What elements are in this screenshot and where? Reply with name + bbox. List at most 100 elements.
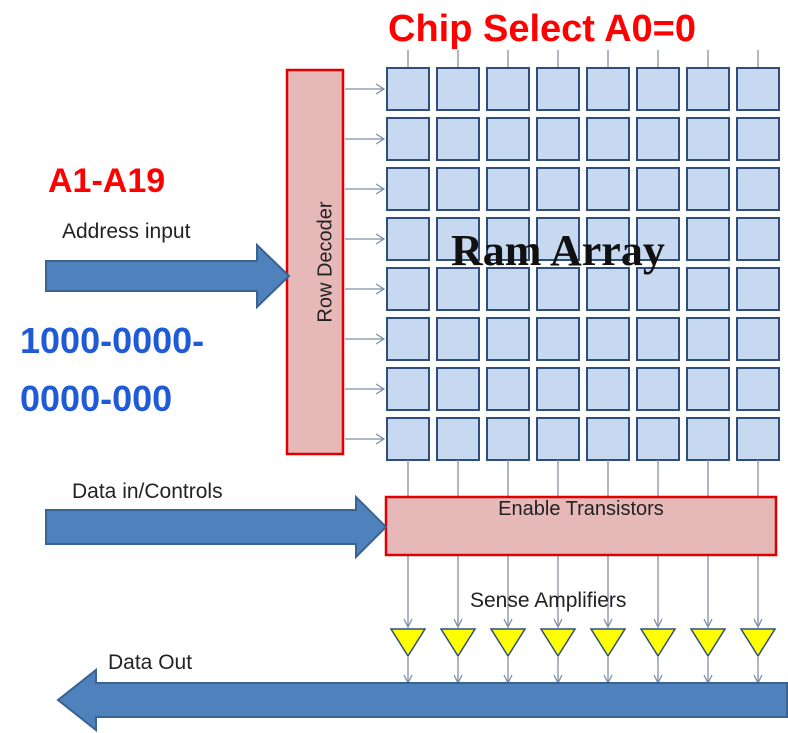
ram-cell xyxy=(586,167,630,211)
ram-cell xyxy=(686,317,730,361)
ram-cell xyxy=(536,417,580,461)
ram-cell xyxy=(586,217,630,261)
ram-cell xyxy=(436,67,480,111)
ram-cell xyxy=(536,267,580,311)
ram-cell xyxy=(386,367,430,411)
row-select-arrowhead xyxy=(375,83,386,95)
sense-amplifier xyxy=(489,628,527,658)
ram-cell xyxy=(486,367,530,411)
ram-cell xyxy=(436,167,480,211)
ram-cell xyxy=(636,167,680,211)
column-wire-arrowhead xyxy=(703,618,713,629)
ram-cell xyxy=(586,417,630,461)
ram-cell xyxy=(486,317,530,361)
ram-cell xyxy=(636,117,680,161)
column-wire-arrowhead xyxy=(403,618,413,629)
ram-cell xyxy=(436,417,480,461)
ram-cell xyxy=(686,367,730,411)
sense-amplifier-row xyxy=(389,628,777,658)
ram-cell xyxy=(536,117,580,161)
address-range-label: A1-A19 xyxy=(48,162,166,200)
ram-cell xyxy=(686,267,730,311)
ram-cell xyxy=(536,317,580,361)
chip-select-title: Chip Select A0=0 xyxy=(388,8,696,50)
ram-cell xyxy=(386,167,430,211)
column-wire-arrowhead xyxy=(503,618,513,629)
row-decoder-block xyxy=(285,68,345,456)
sense-amplifier xyxy=(639,628,677,658)
ram-cell xyxy=(686,167,730,211)
ram-cell-grid xyxy=(386,67,780,461)
ram-cell xyxy=(436,367,480,411)
enable-transistors-label: Enable Transistors xyxy=(498,498,664,520)
column-wire-arrowhead xyxy=(603,618,613,629)
ram-cell xyxy=(736,67,780,111)
ram-cell xyxy=(586,367,630,411)
column-wires-sense xyxy=(403,555,763,629)
ram-cell xyxy=(486,117,530,161)
ram-cell xyxy=(636,367,680,411)
address-input-label: Address input xyxy=(62,220,191,243)
ram-cell xyxy=(736,217,780,261)
sense-amplifier xyxy=(739,628,777,658)
ram-cell xyxy=(686,217,730,261)
ram-cell xyxy=(636,217,680,261)
sense-amplifier xyxy=(539,628,577,658)
ram-cell xyxy=(486,267,530,311)
ram-cell xyxy=(436,217,480,261)
column-wire-arrowhead xyxy=(653,618,663,629)
row-select-arrowhead xyxy=(375,383,386,395)
ram-cell xyxy=(436,317,480,361)
row-select-arrowhead xyxy=(375,183,386,195)
ram-cell xyxy=(636,67,680,111)
ram-cell xyxy=(686,117,730,161)
column-wire-arrowhead xyxy=(753,618,763,629)
ram-cell xyxy=(586,267,630,311)
ram-cell xyxy=(386,217,430,261)
ram-cell xyxy=(536,367,580,411)
row-select-arrowhead xyxy=(375,333,386,345)
data-out-arrow xyxy=(56,667,788,733)
row-select-arrowhead xyxy=(375,133,386,145)
sense-amplifiers-label: Sense Amplifiers xyxy=(470,589,627,612)
ram-cell xyxy=(486,167,530,211)
ram-cell xyxy=(386,267,430,311)
ram-cell xyxy=(736,167,780,211)
data-in-label: Data in/Controls xyxy=(72,480,223,503)
row-select-arrowhead xyxy=(375,233,386,245)
ram-cell xyxy=(536,67,580,111)
ram-cell xyxy=(686,417,730,461)
row-select-arrows xyxy=(345,83,386,445)
row-select-arrowhead xyxy=(375,433,386,445)
ram-cell xyxy=(386,67,430,111)
ram-array-label: Ram Array xyxy=(451,226,665,275)
ram-cell xyxy=(736,267,780,311)
row-decoder-label: Row Decoder xyxy=(314,201,337,323)
ram-cell xyxy=(486,217,530,261)
address-input-arrow xyxy=(45,242,291,310)
data-in-arrow xyxy=(45,494,388,560)
sense-amplifier xyxy=(589,628,627,658)
ram-cell xyxy=(586,67,630,111)
ram-cell xyxy=(536,217,580,261)
ram-cell xyxy=(736,317,780,361)
ram-cell xyxy=(736,417,780,461)
ram-cell xyxy=(436,117,480,161)
column-wires-enable xyxy=(407,460,759,497)
column-wire-arrowhead xyxy=(453,618,463,629)
ram-cell xyxy=(486,417,530,461)
ram-cell xyxy=(636,267,680,311)
ram-cell xyxy=(536,167,580,211)
sense-amplifier xyxy=(389,628,427,658)
ram-cell xyxy=(586,117,630,161)
address-value-line2: 0000-000 xyxy=(20,378,173,419)
sense-amplifier xyxy=(439,628,477,658)
ram-cell xyxy=(636,317,680,361)
column-wire-arrowhead xyxy=(553,618,563,629)
row-select-arrowhead xyxy=(375,283,386,295)
ram-cell xyxy=(486,67,530,111)
ram-cell xyxy=(686,67,730,111)
ram-cell xyxy=(386,117,430,161)
